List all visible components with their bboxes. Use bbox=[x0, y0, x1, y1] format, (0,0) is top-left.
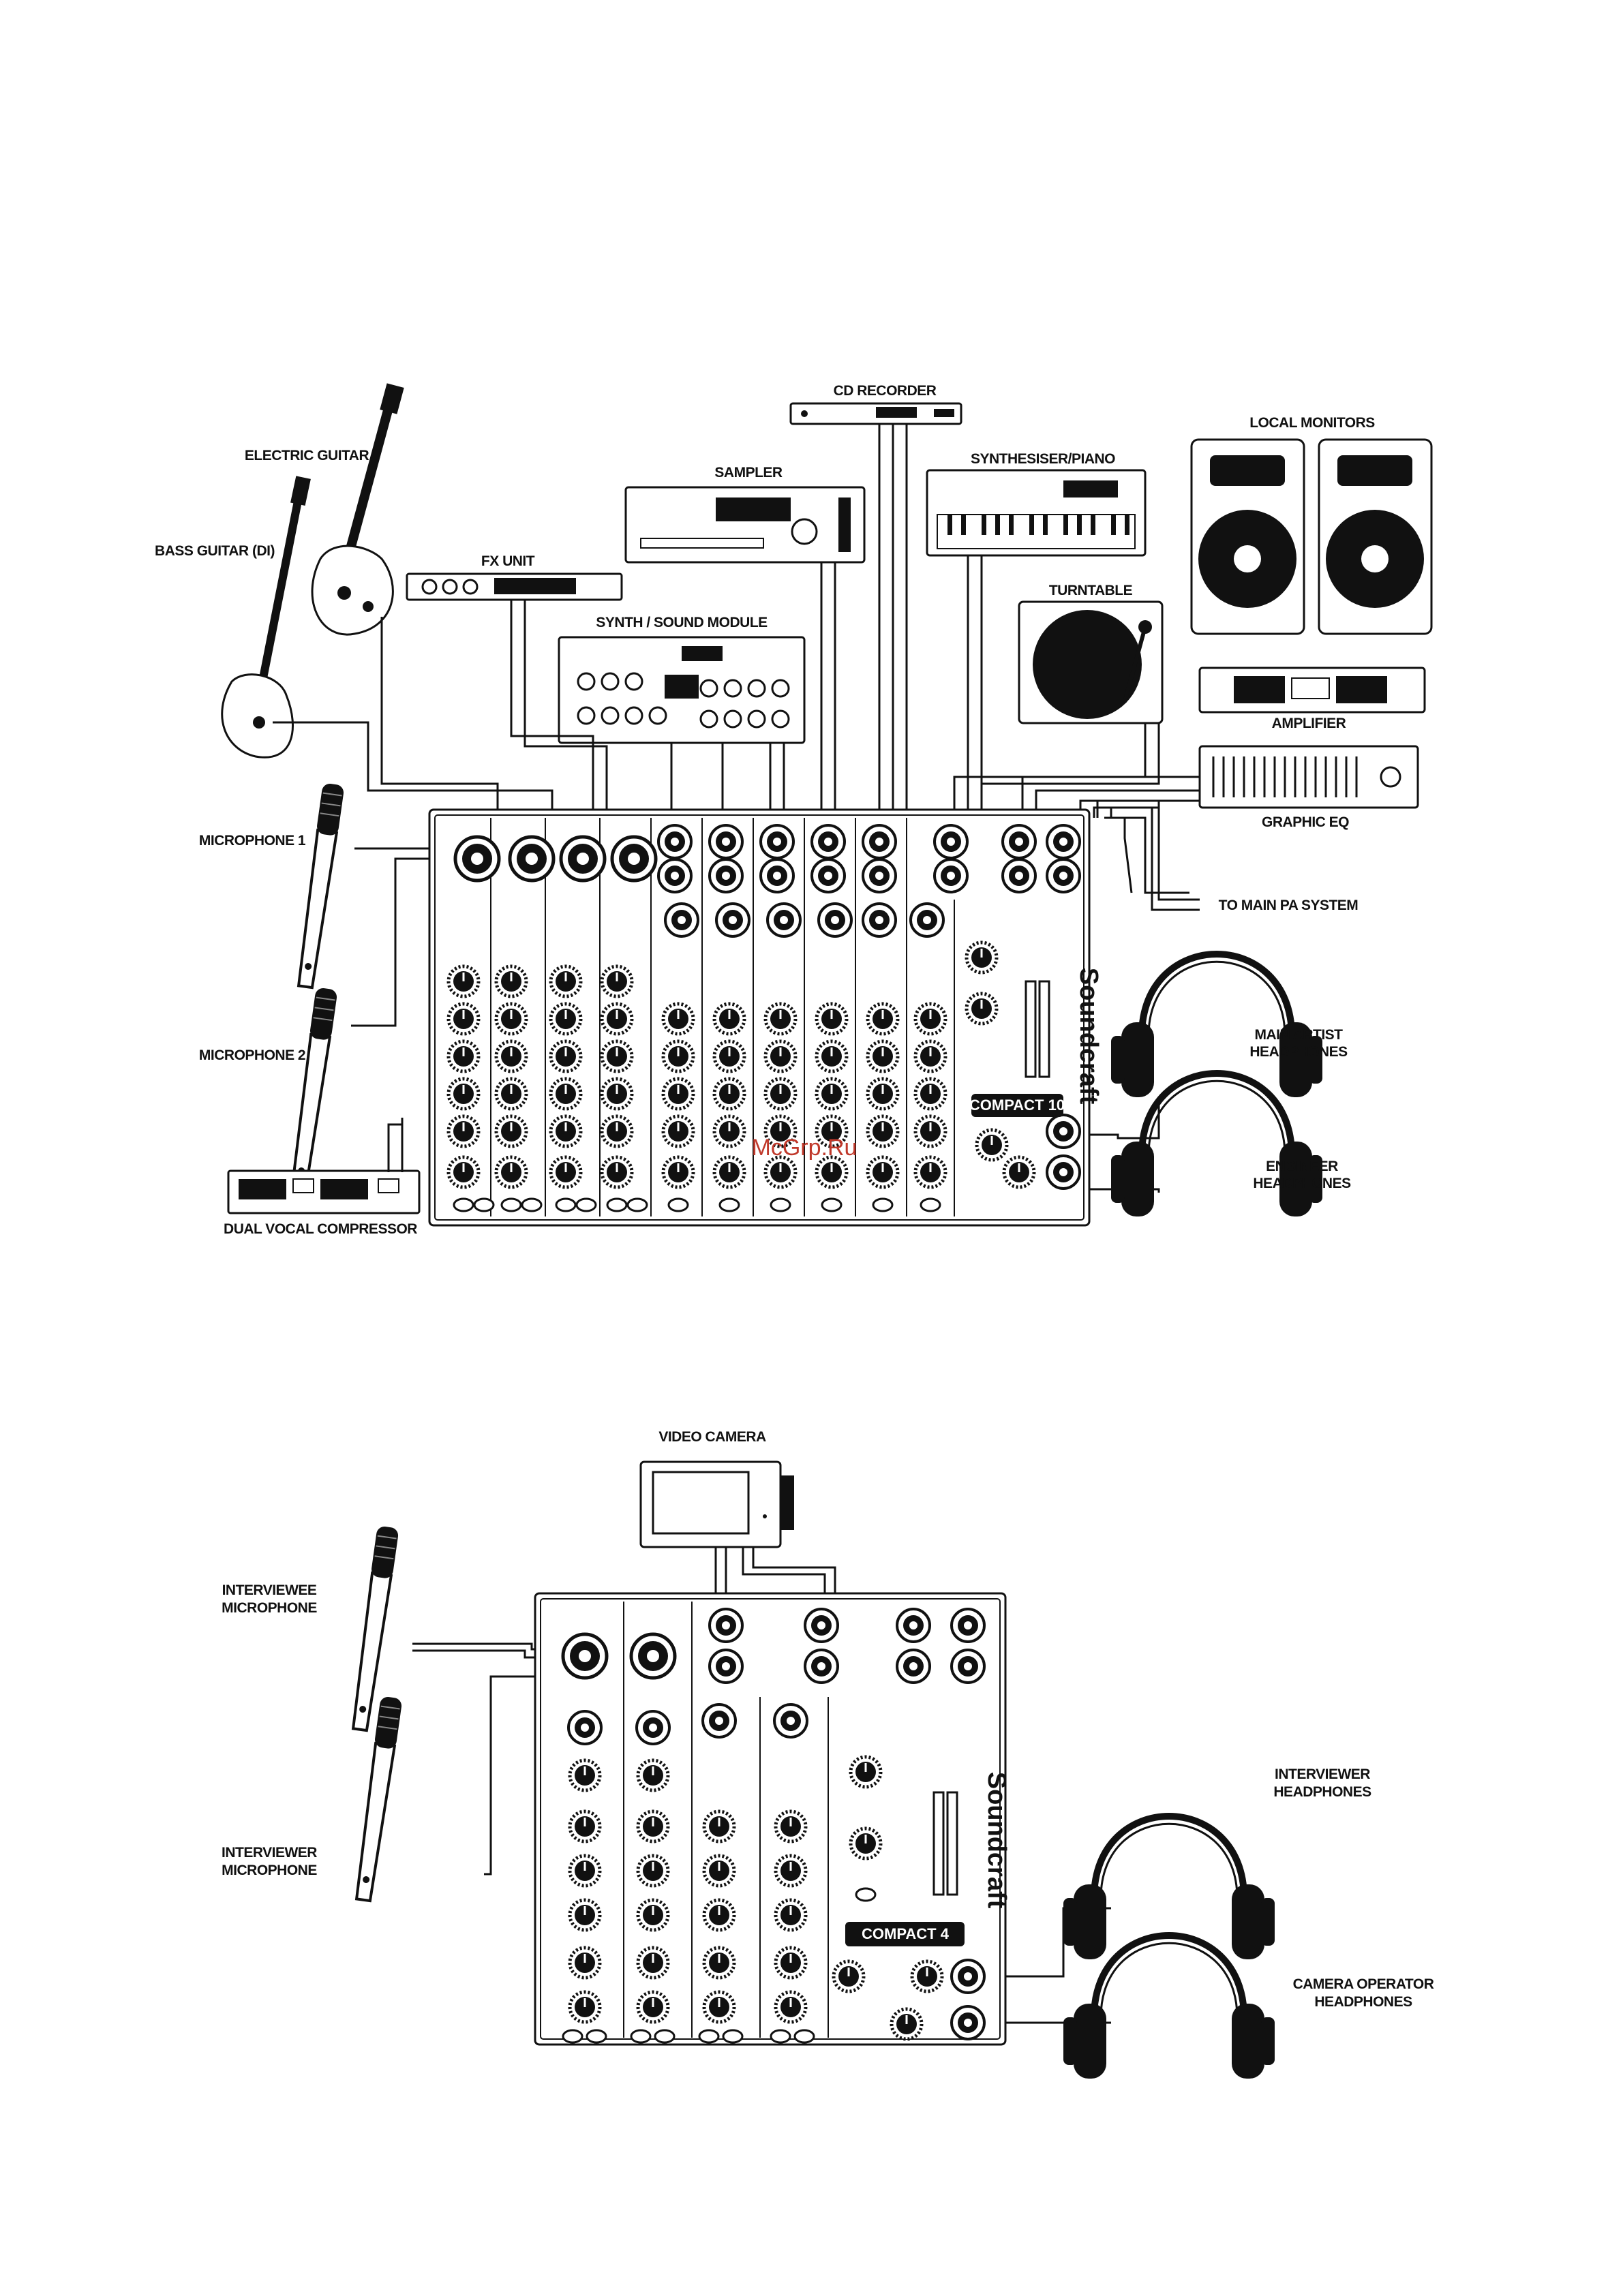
label-interviewer-hp-l2: HEADPHONES bbox=[1273, 1784, 1371, 1800]
guitar-icon bbox=[311, 383, 404, 636]
mixer2-brand: Soundcraft bbox=[982, 1772, 1011, 1909]
mixer-icon bbox=[428, 808, 1091, 1227]
mixer-icon bbox=[534, 1592, 1007, 2046]
label-to-main-pa: TO MAIN PA SYSTEM bbox=[1219, 898, 1359, 913]
to-main-pa-system: TO MAIN PA SYSTEM bbox=[1096, 799, 1359, 913]
guitar-icon bbox=[221, 476, 311, 759]
label-interviewee-l1: INTERVIEWEE bbox=[222, 1582, 317, 1598]
label-microphone-2: MICROPHONE 2 bbox=[199, 1047, 305, 1063]
label-engineer-l1: ENGINEER bbox=[1266, 1159, 1338, 1174]
camera-icon bbox=[639, 1460, 794, 1548]
synthesiser-piano: SYNTHESISER/PIANO bbox=[926, 451, 1147, 557]
label-camera-operator-l1: CAMERA OPERATOR bbox=[1293, 1976, 1434, 1992]
label-interviewee-l2: MICROPHONE bbox=[222, 1600, 317, 1616]
label-video-camera: VIDEO CAMERA bbox=[658, 1429, 766, 1445]
label-turntable: TURNTABLE bbox=[1049, 583, 1133, 598]
synth-sound-module: SYNTH / SOUND MODULE bbox=[558, 615, 806, 744]
label-main-artist-l2: HEADPHONES bbox=[1249, 1044, 1348, 1060]
turntable: TURNTABLE bbox=[1018, 583, 1164, 724]
label-microphone-1: MICROPHONE 1 bbox=[199, 833, 306, 848]
label-electric-guitar: ELECTRIC GUITAR bbox=[245, 448, 369, 463]
label-dual-vocal-compressor: DUAL VOCAL COMPRESSOR bbox=[224, 1221, 417, 1237]
watermark: McGrp.Ru bbox=[752, 1135, 858, 1161]
microphone-2: MICROPHONE 2 bbox=[199, 985, 339, 1194]
turntable-icon bbox=[1018, 600, 1164, 724]
cd-recorder: CD RECORDER bbox=[789, 383, 962, 425]
diagram-compact10: CD RECORDER ELECTRIC GUITAR BASS GUITAR … bbox=[155, 383, 1433, 1237]
speaker-icon bbox=[1318, 438, 1433, 635]
engineer-headphones: ENGINEER HEADPHONES bbox=[1111, 1073, 1352, 1216]
label-synthesiser-piano: SYNTHESISER/PIANO bbox=[971, 451, 1115, 467]
rack-unit-icon bbox=[227, 1169, 421, 1214]
graphic-eq: GRAPHIC EQ bbox=[1198, 745, 1419, 830]
mixer1-model: COMPACT 10 bbox=[969, 1097, 1065, 1114]
label-interviewer-l2: MICROPHONE bbox=[222, 1863, 317, 1878]
microphone-icon bbox=[286, 985, 339, 1194]
bass-guitar: BASS GUITAR (DI) bbox=[155, 476, 311, 759]
label-bass-guitar: BASS GUITAR (DI) bbox=[155, 543, 275, 559]
interviewer-microphone: INTERVIEWER MICROPHONE bbox=[222, 1694, 404, 1903]
video-camera: VIDEO CAMERA bbox=[639, 1429, 794, 1548]
microphone-1: MICROPHONE 1 bbox=[199, 781, 346, 990]
label-synth-module: SYNTH / SOUND MODULE bbox=[596, 615, 768, 630]
interviewee-microphone: INTERVIEWEE MICROPHONE bbox=[222, 1524, 401, 1732]
mixer-compact4: COMPACT 4 Soundcraft bbox=[534, 1592, 1011, 2046]
label-engineer-l2: HEADPHONES bbox=[1253, 1176, 1351, 1191]
local-monitors: LOCAL MONITORS bbox=[1190, 415, 1433, 635]
label-interviewer-hp-l1: INTERVIEWER bbox=[1275, 1766, 1370, 1782]
fx-unit: FX UNIT bbox=[406, 553, 623, 601]
sampler: SAMPLER bbox=[624, 465, 866, 564]
label-cd-recorder: CD RECORDER bbox=[834, 383, 937, 399]
interviewer-headphones: INTERVIEWER HEADPHONES bbox=[1063, 1766, 1372, 1959]
label-fx-unit: FX UNIT bbox=[481, 553, 535, 569]
label-amplifier: AMPLIFIER bbox=[1272, 716, 1346, 731]
label-camera-operator-l2: HEADPHONES bbox=[1314, 1994, 1412, 2010]
mixer1-brand: Soundcraft bbox=[1074, 968, 1103, 1105]
label-graphic-eq: GRAPHIC EQ bbox=[1262, 814, 1349, 830]
label-interviewer-l1: INTERVIEWER bbox=[222, 1845, 317, 1861]
amplifier: AMPLIFIER bbox=[1198, 667, 1426, 731]
microphone-icon bbox=[293, 781, 346, 990]
dual-vocal-compressor: DUAL VOCAL COMPRESSOR bbox=[224, 1169, 421, 1237]
diagram-compact4: VIDEO CAMERA INTERVIEWEE MICROPHONE INTE… bbox=[222, 1429, 1434, 2079]
speaker-icon bbox=[1190, 438, 1305, 635]
main-artist-headphones: MAIN ARTIST HEADPHONES bbox=[1111, 954, 1348, 1097]
rack-unit-icon bbox=[934, 409, 954, 417]
keyboard-icon bbox=[926, 469, 1147, 557]
mixer2-model: COMPACT 4 bbox=[862, 1925, 950, 1942]
electric-guitar: ELECTRIC GUITAR bbox=[245, 383, 404, 636]
label-main-artist-l1: MAIN ARTIST bbox=[1254, 1027, 1343, 1043]
label-local-monitors: LOCAL MONITORS bbox=[1249, 415, 1375, 431]
camera-operator-headphones: CAMERA OPERATOR HEADPHONES bbox=[1063, 1935, 1434, 2079]
label-sampler: SAMPLER bbox=[714, 465, 783, 480]
mixer-compact10: COMPACT 10 Soundcraft McGrp.Ru bbox=[428, 808, 1103, 1227]
